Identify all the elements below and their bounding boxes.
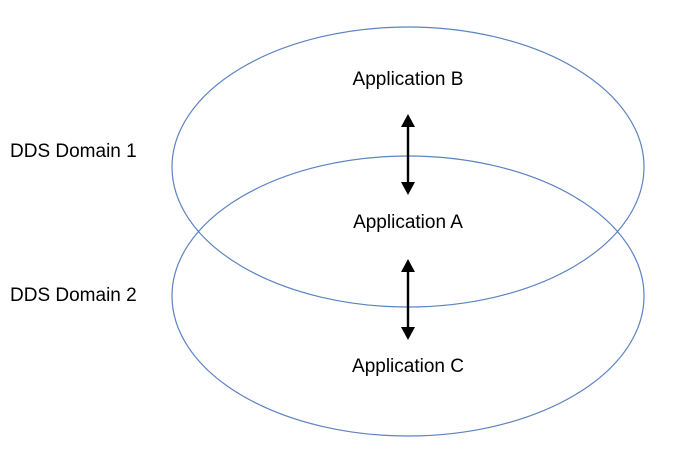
application-c-label: Application C	[352, 356, 464, 377]
arrow-b-a	[401, 114, 415, 195]
domain-2-label: DDS Domain 2	[10, 285, 137, 306]
arrow-b-a-head-up	[401, 114, 415, 127]
arrow-a-c-head-down	[401, 327, 415, 340]
arrow-a-c	[401, 259, 415, 340]
arrow-b-a-head-down	[401, 182, 415, 195]
application-b-label: Application B	[352, 69, 464, 90]
arrow-a-c-head-up	[401, 259, 415, 272]
domain-1-label: DDS Domain 1	[10, 141, 137, 162]
application-a-label: Application A	[353, 212, 463, 233]
